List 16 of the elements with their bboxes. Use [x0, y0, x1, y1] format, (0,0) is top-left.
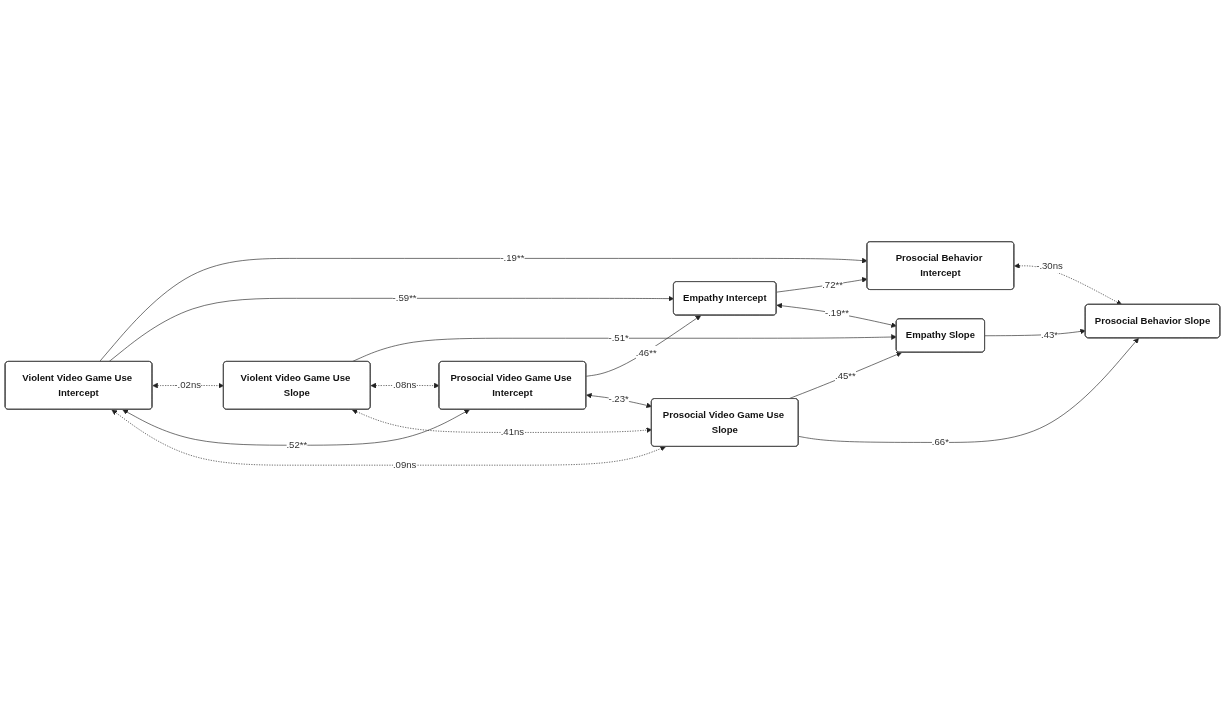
- edge-label: -.19**: [824, 306, 849, 318]
- edge-label: -.02ns: [174, 379, 202, 391]
- edge-label: .41ns: [500, 426, 525, 438]
- edge-label: -.19**: [500, 252, 525, 264]
- edge-label: -.51*: [608, 332, 629, 344]
- edge-label: .09ns: [392, 459, 417, 471]
- edge-label: -.59**: [392, 292, 417, 304]
- edge-label: .52**: [286, 439, 308, 451]
- edge-label: .66*: [931, 436, 949, 448]
- edge-label: .72**: [822, 278, 843, 290]
- edge-label: .46**: [635, 346, 657, 358]
- edge-label: .43*: [1040, 329, 1059, 341]
- edge-label: .45**: [834, 370, 856, 382]
- edge-label: .08ns: [392, 379, 417, 391]
- edge-label: -.23*: [608, 393, 629, 404]
- edge-label: -.30ns: [1036, 259, 1063, 271]
